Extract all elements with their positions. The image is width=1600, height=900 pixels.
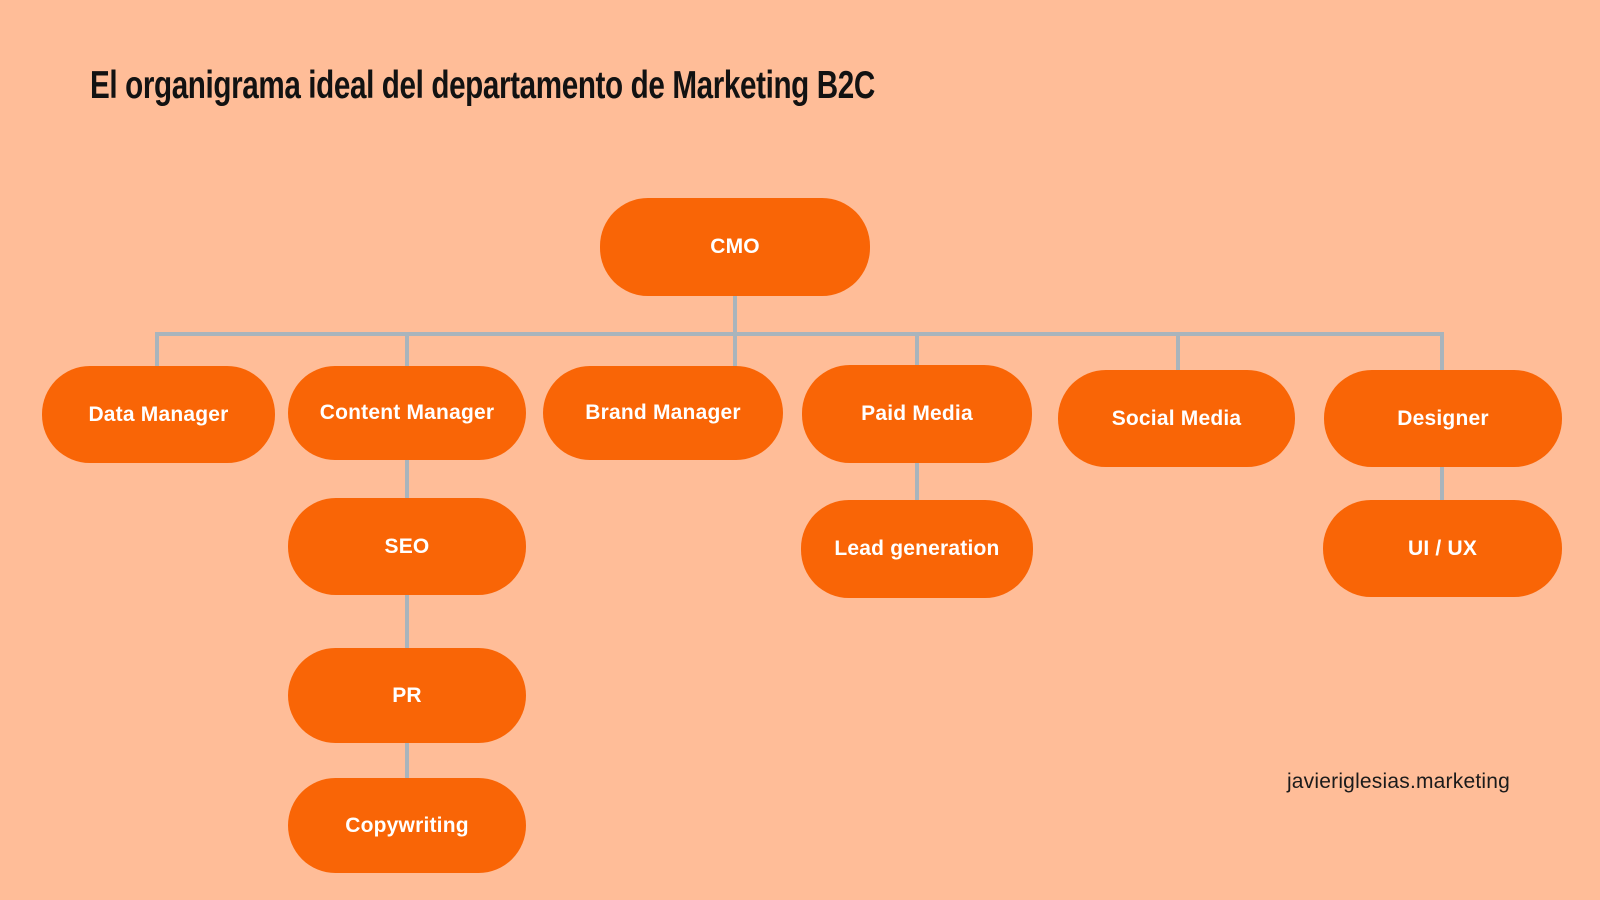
page-title: El organigrama ideal del departamento de… xyxy=(90,64,875,107)
connector-paid-lead xyxy=(915,462,919,501)
org-node-pr: PR xyxy=(288,648,526,743)
connector-drop-designer xyxy=(1440,334,1444,370)
watermark: javieriglesias.marketing xyxy=(1286,770,1510,793)
org-node-data-manager: Data Manager xyxy=(42,366,275,463)
connector-drop-social-media xyxy=(1176,334,1180,370)
connector-drop-data-manager xyxy=(155,334,159,366)
org-node-content-manager: Content Manager xyxy=(288,366,526,460)
org-node-paid-media: Paid Media xyxy=(802,365,1032,463)
connector-drop-paid-media xyxy=(915,334,919,366)
connector-horizontal-main xyxy=(155,332,1444,336)
connector-seo-pr xyxy=(405,593,409,649)
org-node-social-media: Social Media xyxy=(1058,370,1295,467)
connector-designer-uiux xyxy=(1440,466,1444,501)
org-node-cmo: CMO xyxy=(600,198,870,296)
connector-content-seo xyxy=(405,458,409,500)
org-node-lead-generation: Lead generation xyxy=(801,500,1033,598)
connector-cmo-vertical xyxy=(733,296,737,366)
org-node-copywriting: Copywriting xyxy=(288,778,526,873)
org-node-ui-ux: UI / UX xyxy=(1323,500,1562,597)
connector-drop-content-manager xyxy=(405,334,409,366)
connector-pr-copywriting xyxy=(405,742,409,779)
org-node-brand-manager: Brand Manager xyxy=(543,366,783,460)
org-node-seo: SEO xyxy=(288,498,526,595)
org-node-designer: Designer xyxy=(1324,370,1562,467)
